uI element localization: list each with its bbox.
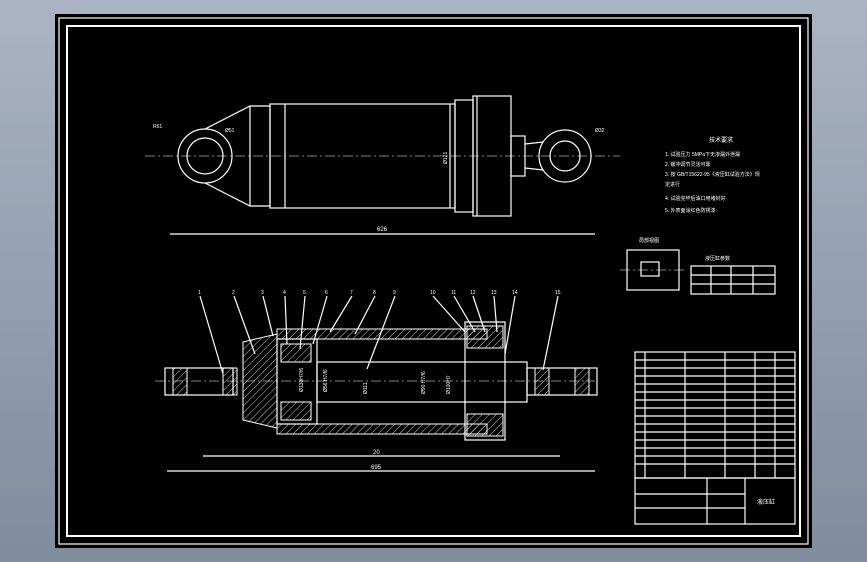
title-drawing-name: 液压缸 — [757, 498, 775, 506]
svg-text:12: 12 — [470, 290, 476, 296]
svg-text:3. 按 GB/T15622-95《液压缸试验方法》规: 3. 按 GB/T15622-95《液压缸试验方法》规 — [665, 171, 760, 178]
svg-text:Ø90 H7/f6: Ø90 H7/f6 — [421, 371, 427, 394]
svg-text:11: 11 — [451, 290, 456, 296]
svg-text:局部视图: 局部视图 — [639, 237, 659, 244]
dim-overall-top: 626 — [377, 227, 388, 233]
dim-rod-eye: Ø32 — [595, 128, 605, 134]
top-view: 626 R61 Ø51 Ø32 Ø121 — [145, 95, 620, 235]
svg-text:10: 10 — [430, 290, 436, 296]
param-table: 液压缸参数 — [690, 255, 776, 295]
svg-text:15: 15 — [555, 290, 561, 296]
svg-text:5: 5 — [303, 290, 306, 296]
dim-eye-r1: R61 — [153, 124, 162, 130]
svg-text:液压缸参数: 液压缸参数 — [705, 255, 730, 262]
rear-eye-hole — [186, 137, 224, 175]
inner-border — [66, 25, 801, 537]
rod — [510, 135, 526, 177]
rod-end — [526, 367, 598, 396]
svg-text:8: 8 — [373, 290, 376, 296]
dim-eye-d1: Ø51 — [225, 128, 235, 134]
section-view: 20 695 Ø130H7/f6 Ø56 H7/f6 Ø90 H7/f6 Ø10… — [155, 290, 598, 472]
rod-eye-outer — [538, 129, 592, 183]
svg-text:Ø56 H7/f6: Ø56 H7/f6 — [323, 369, 329, 392]
svg-text:1: 1 — [198, 290, 201, 296]
svg-text:2: 2 — [232, 290, 235, 296]
svg-text:3: 3 — [261, 290, 264, 296]
parts-list — [634, 351, 796, 479]
detail-view: 局部视图 — [620, 237, 685, 291]
svg-text:20: 20 — [373, 450, 380, 456]
svg-text:4: 4 — [283, 290, 286, 296]
svg-text:6: 6 — [325, 290, 328, 296]
dim-cyl-dia: Ø121 — [443, 152, 449, 164]
drawing-canvas: 626 R61 Ø51 Ø32 Ø121 技术要求 1. 试验压力 5MPa下无… — [58, 17, 809, 545]
svg-text:9: 9 — [393, 290, 396, 296]
svg-text:定进行: 定进行 — [665, 181, 680, 188]
svg-text:4. 试验完毕后油口用堵封好: 4. 试验完毕后油口用堵封好 — [665, 195, 726, 202]
svg-text:Ø100H7: Ø100H7 — [446, 375, 452, 394]
front-cap-section — [464, 321, 506, 441]
svg-text:7: 7 — [350, 290, 353, 296]
part-balloons: 1 2 3 4 5 6 7 8 9 10 11 12 13 1 — [198, 290, 561, 375]
outer-border — [58, 17, 809, 545]
svg-text:695: 695 — [371, 465, 382, 471]
svg-text:Ø130H7/f6: Ø130H7/f6 — [299, 368, 305, 392]
drawing-sheet: 626 R61 Ø51 Ø32 Ø121 技术要求 1. 试验压力 5MPa下无… — [55, 14, 812, 548]
title-block: 液压缸 — [634, 477, 796, 525]
rear-cap — [242, 333, 278, 429]
svg-text:13: 13 — [491, 290, 497, 296]
svg-text:1. 试验压力 5MPa下无渗漏外泄漏: 1. 试验压力 5MPa下无渗漏外泄漏 — [665, 151, 740, 158]
svg-text:Ø111: Ø111 — [363, 382, 369, 394]
svg-text:5. 外表面涂红色防锈漆: 5. 外表面涂红色防锈漆 — [665, 207, 716, 214]
svg-text:2. 缓冲调节灵活可靠: 2. 缓冲调节灵活可靠 — [665, 161, 711, 168]
barrel-wall-bottom — [276, 423, 488, 435]
rod-eye-hole — [549, 140, 581, 172]
svg-text:14: 14 — [512, 290, 518, 296]
tech-requirements: 技术要求 1. 试验压力 5MPa下无渗漏外泄漏 2. 缓冲调节灵活可靠 3. … — [665, 136, 760, 214]
tech-title: 技术要求 — [709, 136, 733, 144]
